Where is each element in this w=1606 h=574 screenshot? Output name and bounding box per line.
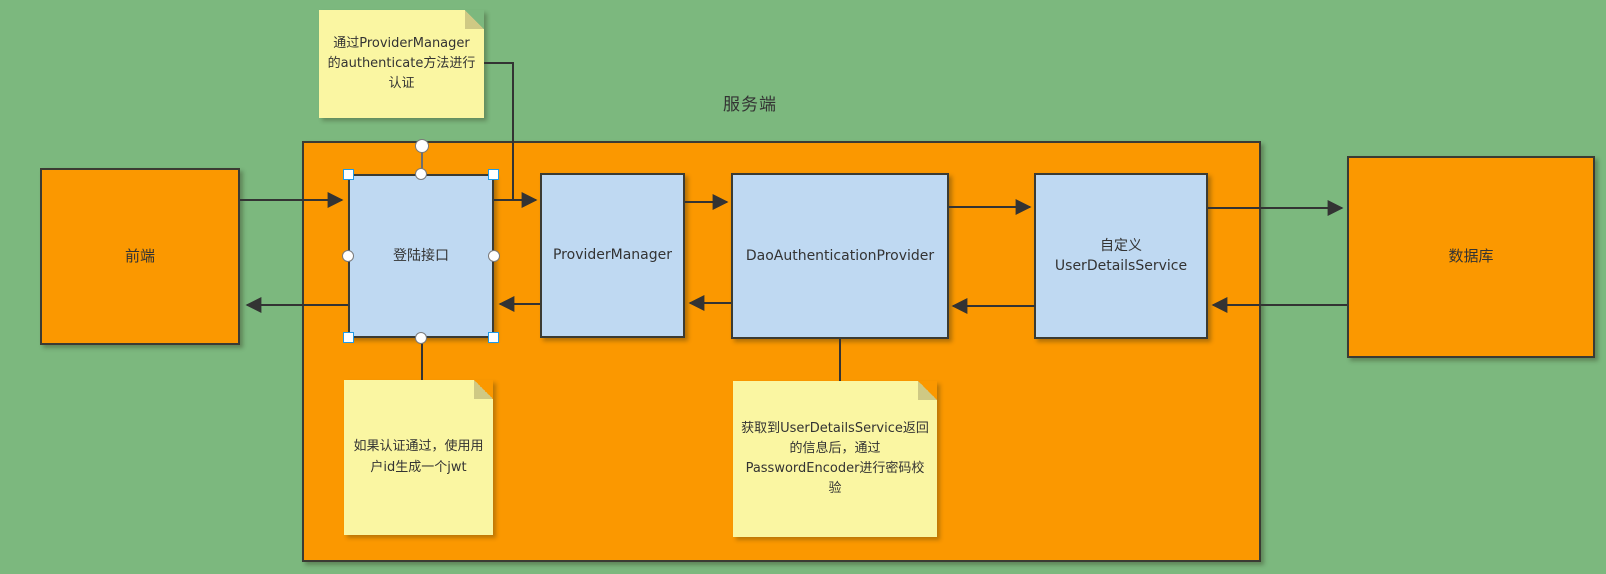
node-login-api-label: 登陆接口 <box>393 247 449 264</box>
selection-handle-s[interactable] <box>415 332 427 344</box>
fold-corner-icon <box>918 381 937 400</box>
fold-corner-icon <box>465 10 484 29</box>
node-database-label: 数据库 <box>1448 247 1494 266</box>
selection-handle-nw[interactable] <box>343 169 354 180</box>
node-frontend-label: 前端 <box>124 246 155 265</box>
node-provider-manager[interactable]: ProviderManager <box>540 173 685 338</box>
node-provider-manager-label: ProviderManager <box>552 247 672 264</box>
note-password-check[interactable]: 获取到UserDetailsService返回的信息后，通过PasswordEn… <box>733 381 937 537</box>
selection-handle-e[interactable] <box>488 250 500 262</box>
note-jwt[interactable]: 如果认证通过，使用用户id生成一个jwt <box>344 380 493 535</box>
note-authenticate[interactable]: 通过ProviderManager的authenticate方法进行认证 <box>319 10 484 118</box>
container-server-label: 服务端 <box>723 95 777 115</box>
selection-handle-ne[interactable] <box>488 169 499 180</box>
node-dao-authentication-provider[interactable]: DaoAuthenticationProvider <box>731 173 949 339</box>
selection-handle-n[interactable] <box>415 168 427 180</box>
rotation-handle-stem <box>421 152 423 169</box>
note-jwt-text: 如果认证通过，使用用户id生成一个jwt <box>353 439 484 475</box>
node-user-details-service[interactable]: 自定义 UserDetailsService <box>1034 173 1208 339</box>
selection-handle-sw[interactable] <box>343 332 354 343</box>
node-database[interactable]: 数据库 <box>1347 156 1595 358</box>
selection-handle-w[interactable] <box>342 250 354 262</box>
node-frontend[interactable]: 前端 <box>40 168 240 345</box>
rotation-handle[interactable] <box>415 139 429 153</box>
note-password-check-text: 获取到UserDetailsService返回的信息后，通过PasswordEn… <box>741 420 929 497</box>
node-dao-authentication-provider-label: DaoAuthenticationProvider <box>745 247 935 264</box>
selection-handle-se[interactable] <box>488 332 499 343</box>
node-user-details-service-label: 自定义 UserDetailsService <box>1054 237 1188 274</box>
node-login-api[interactable]: 登陆接口 <box>348 174 494 338</box>
note-authenticate-text: 通过ProviderManager的authenticate方法进行认证 <box>327 35 476 92</box>
fold-corner-icon <box>474 380 493 399</box>
